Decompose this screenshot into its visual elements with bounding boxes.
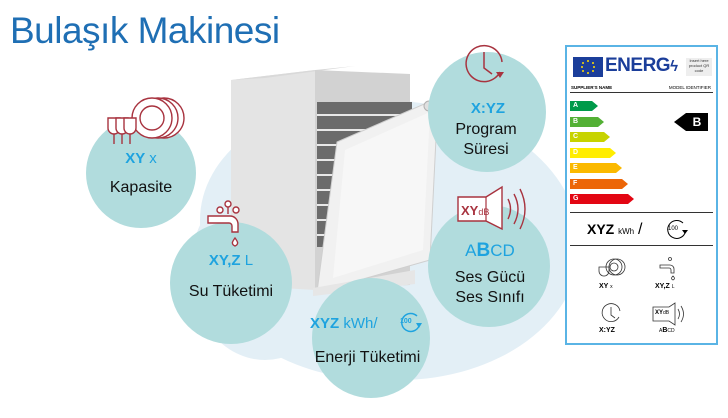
eu-energy-label: ENERGϟ Insert here product QR code SUPPL… xyxy=(565,45,718,345)
label-consumption: XYZ kWh / xyxy=(587,221,643,238)
label-noise-class: ABCD xyxy=(659,327,675,334)
capacity-value: XY x xyxy=(125,150,157,167)
speaker-value: XYdB xyxy=(461,203,490,218)
tap-icon xyxy=(207,200,240,247)
label-cycle-icon xyxy=(667,219,688,239)
divider xyxy=(570,212,713,213)
label-capacity: XY x xyxy=(599,283,613,290)
noise-class: ABCD xyxy=(465,240,515,261)
eu-flag-icon xyxy=(573,57,603,77)
supplier-name: SUPPLIER'S NAME xyxy=(571,85,613,90)
dishwasher-illustration xyxy=(231,66,439,296)
label-duration: X:YZ xyxy=(599,327,615,334)
energy-class-bar-f: F xyxy=(570,178,628,189)
divider xyxy=(570,92,713,93)
dishwasher-top xyxy=(231,66,355,80)
water-circle xyxy=(170,222,292,344)
capacity-label: Kapasite xyxy=(109,179,173,196)
label-clock-icon xyxy=(601,303,621,323)
noise-circle xyxy=(428,205,550,327)
model-identifier: MODEL IDENTIFIER xyxy=(668,85,711,90)
energy-class-bar-b: B xyxy=(570,116,604,127)
water-value: XY,Z L xyxy=(208,252,254,269)
clock-icon xyxy=(465,44,504,83)
label-cycle-text: 100 xyxy=(668,226,679,232)
label-speaker-icon xyxy=(652,302,684,326)
label-tap-icon xyxy=(659,257,675,281)
program-circle xyxy=(428,52,546,172)
water-label: Su Tüketimi xyxy=(188,283,274,300)
capacity-circle xyxy=(86,118,196,228)
divider xyxy=(570,245,713,246)
energy-class-bar-d: D xyxy=(570,147,616,158)
energy-circle xyxy=(312,278,430,398)
label-speaker-value: XYdB xyxy=(655,310,670,316)
label-water: XY,Z L xyxy=(655,283,675,290)
label-dishes-icon xyxy=(598,258,626,277)
cycle-100-icon xyxy=(400,312,422,333)
cycle-100-text: 100 xyxy=(400,318,412,325)
energy-class-bar-c: C xyxy=(570,132,610,142)
energy-label: Enerji Tüketimi xyxy=(314,349,421,366)
speaker-icon xyxy=(457,185,526,231)
energy-class-bar-g: G xyxy=(570,194,634,204)
rating-indicator: B xyxy=(674,113,708,131)
dishes-icon xyxy=(107,97,185,144)
energy-class-bar-e: E xyxy=(570,163,622,173)
dishwasher-door-face xyxy=(333,112,430,278)
qr-placeholder: Insert here product QR code xyxy=(686,58,712,76)
page-title: Bulaşık Makinesi xyxy=(10,10,280,51)
energy-brand: ENERGϟ xyxy=(605,55,678,76)
program-value: X:YZ xyxy=(470,100,506,117)
energy-class-bar-a: A xyxy=(570,101,598,111)
energy-value: XYZ kWh/ xyxy=(310,315,378,332)
